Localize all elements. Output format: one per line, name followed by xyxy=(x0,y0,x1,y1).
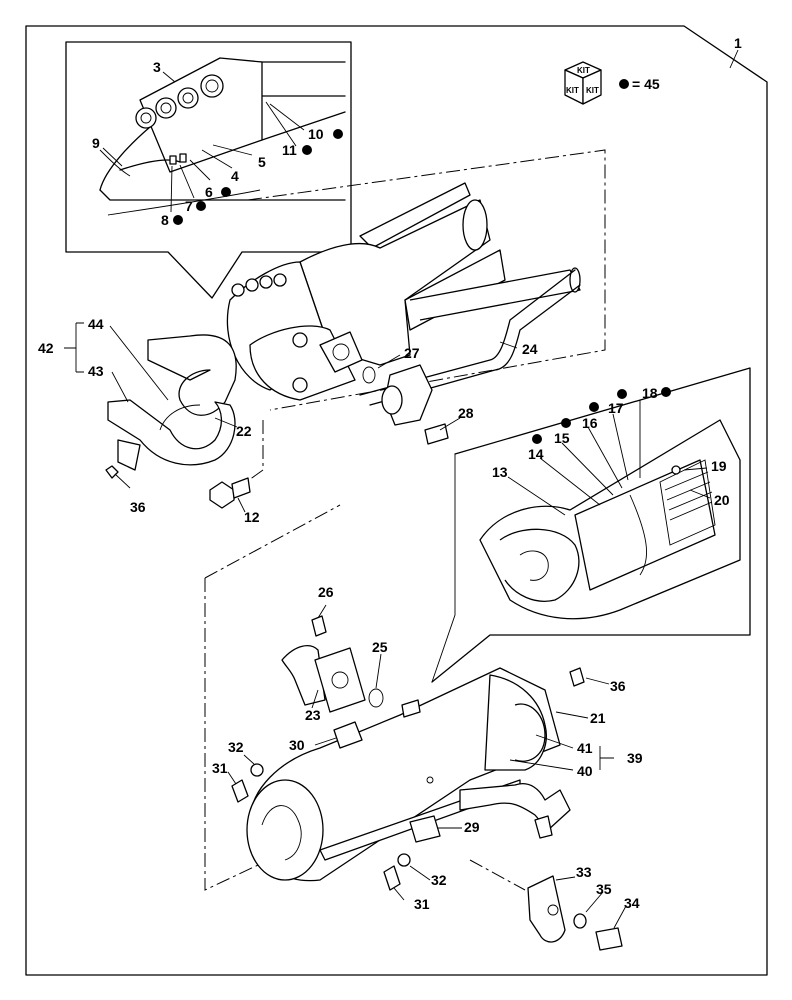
label-13: 13 xyxy=(492,464,508,480)
label-17: 17 xyxy=(608,400,624,416)
leader-lines xyxy=(64,49,739,929)
label-1: 1 xyxy=(734,35,742,51)
label-23: 23 xyxy=(305,707,321,723)
label-26: 26 xyxy=(318,584,334,600)
flange-23 xyxy=(281,645,421,718)
detail-inset-piston xyxy=(431,367,751,683)
kit-marker-dots xyxy=(173,129,671,444)
label-14: 14 xyxy=(528,446,544,462)
exploded-frame-upper xyxy=(247,149,606,411)
piston-detail xyxy=(479,419,741,620)
label-7: 7 xyxy=(185,198,193,214)
label-35: 35 xyxy=(596,881,612,897)
kit-label-left: KIT xyxy=(566,86,579,95)
fitting-lower xyxy=(534,815,553,839)
fitting-36-left xyxy=(105,465,119,479)
inset-leader xyxy=(431,454,456,683)
label-34: 34 xyxy=(624,895,640,911)
label-31-upper: 31 xyxy=(212,760,228,776)
label-33: 33 xyxy=(576,864,592,880)
clamp-27 xyxy=(362,364,449,445)
label-25: 25 xyxy=(372,639,388,655)
washer-35 xyxy=(573,913,587,929)
exploded-frame-lower xyxy=(204,504,341,891)
label-12: 12 xyxy=(244,509,260,525)
rod-and-head xyxy=(226,182,581,401)
leader-24 xyxy=(469,859,526,891)
label-29: 29 xyxy=(464,819,480,835)
label-15: 15 xyxy=(554,430,570,446)
label-22: 22 xyxy=(236,423,252,439)
label-30: 30 xyxy=(289,737,305,753)
label-20: 20 xyxy=(714,492,730,508)
bolt-31-upper xyxy=(231,779,249,803)
eye-end-42 xyxy=(107,334,237,471)
label-44: 44 xyxy=(88,316,104,332)
bolt-34 xyxy=(595,927,623,951)
label-36-left: 36 xyxy=(130,499,146,515)
label-27: 27 xyxy=(404,345,420,361)
label-41: 41 xyxy=(577,740,593,756)
label-3: 3 xyxy=(153,59,161,75)
label-43: 43 xyxy=(88,363,104,379)
kit-icon: KIT KIT KIT xyxy=(564,61,602,105)
kit-legend: = 45 xyxy=(632,76,660,92)
bracket-33 xyxy=(527,875,566,943)
label-42: 42 xyxy=(38,340,54,356)
label-28: 28 xyxy=(458,405,474,421)
label-32-upper: 32 xyxy=(228,739,244,755)
label-9: 9 xyxy=(92,135,100,151)
label-31-lower: 31 xyxy=(414,896,430,912)
cylinder-tube xyxy=(246,667,561,882)
seal-detail xyxy=(99,57,346,216)
tube-24 xyxy=(359,269,581,406)
clamp-29 xyxy=(409,815,441,843)
fitting-36-right xyxy=(569,667,585,687)
clamp-30 xyxy=(333,721,363,749)
label-4: 4 xyxy=(231,168,239,184)
label-6: 6 xyxy=(205,184,213,200)
detail-inset-seals xyxy=(65,41,352,299)
bolt-26 xyxy=(311,615,327,637)
label-11: 11 xyxy=(282,142,297,158)
outer-frame xyxy=(25,25,768,976)
kit-label-top: KIT xyxy=(577,66,590,75)
label-36-right: 36 xyxy=(610,678,626,694)
label-39: 39 xyxy=(627,750,643,766)
kit-label-right: KIT xyxy=(586,86,599,95)
label-10: 10 xyxy=(308,126,324,142)
washer-32-upper xyxy=(250,763,264,777)
label-21: 21 xyxy=(590,710,606,726)
label-18: 18 xyxy=(642,385,658,401)
label-19: 19 xyxy=(711,458,727,474)
washer-32-lower xyxy=(397,853,411,867)
label-5: 5 xyxy=(258,154,266,170)
kit-dot xyxy=(619,79,629,89)
label-24: 24 xyxy=(522,341,538,357)
bolt-31-lower xyxy=(383,865,401,891)
label-16: 16 xyxy=(582,415,598,431)
label-40: 40 xyxy=(577,763,593,779)
bolt-12 xyxy=(209,477,251,509)
label-32-lower: 32 xyxy=(431,872,447,888)
leader-12 xyxy=(241,420,264,486)
label-8: 8 xyxy=(161,212,169,228)
